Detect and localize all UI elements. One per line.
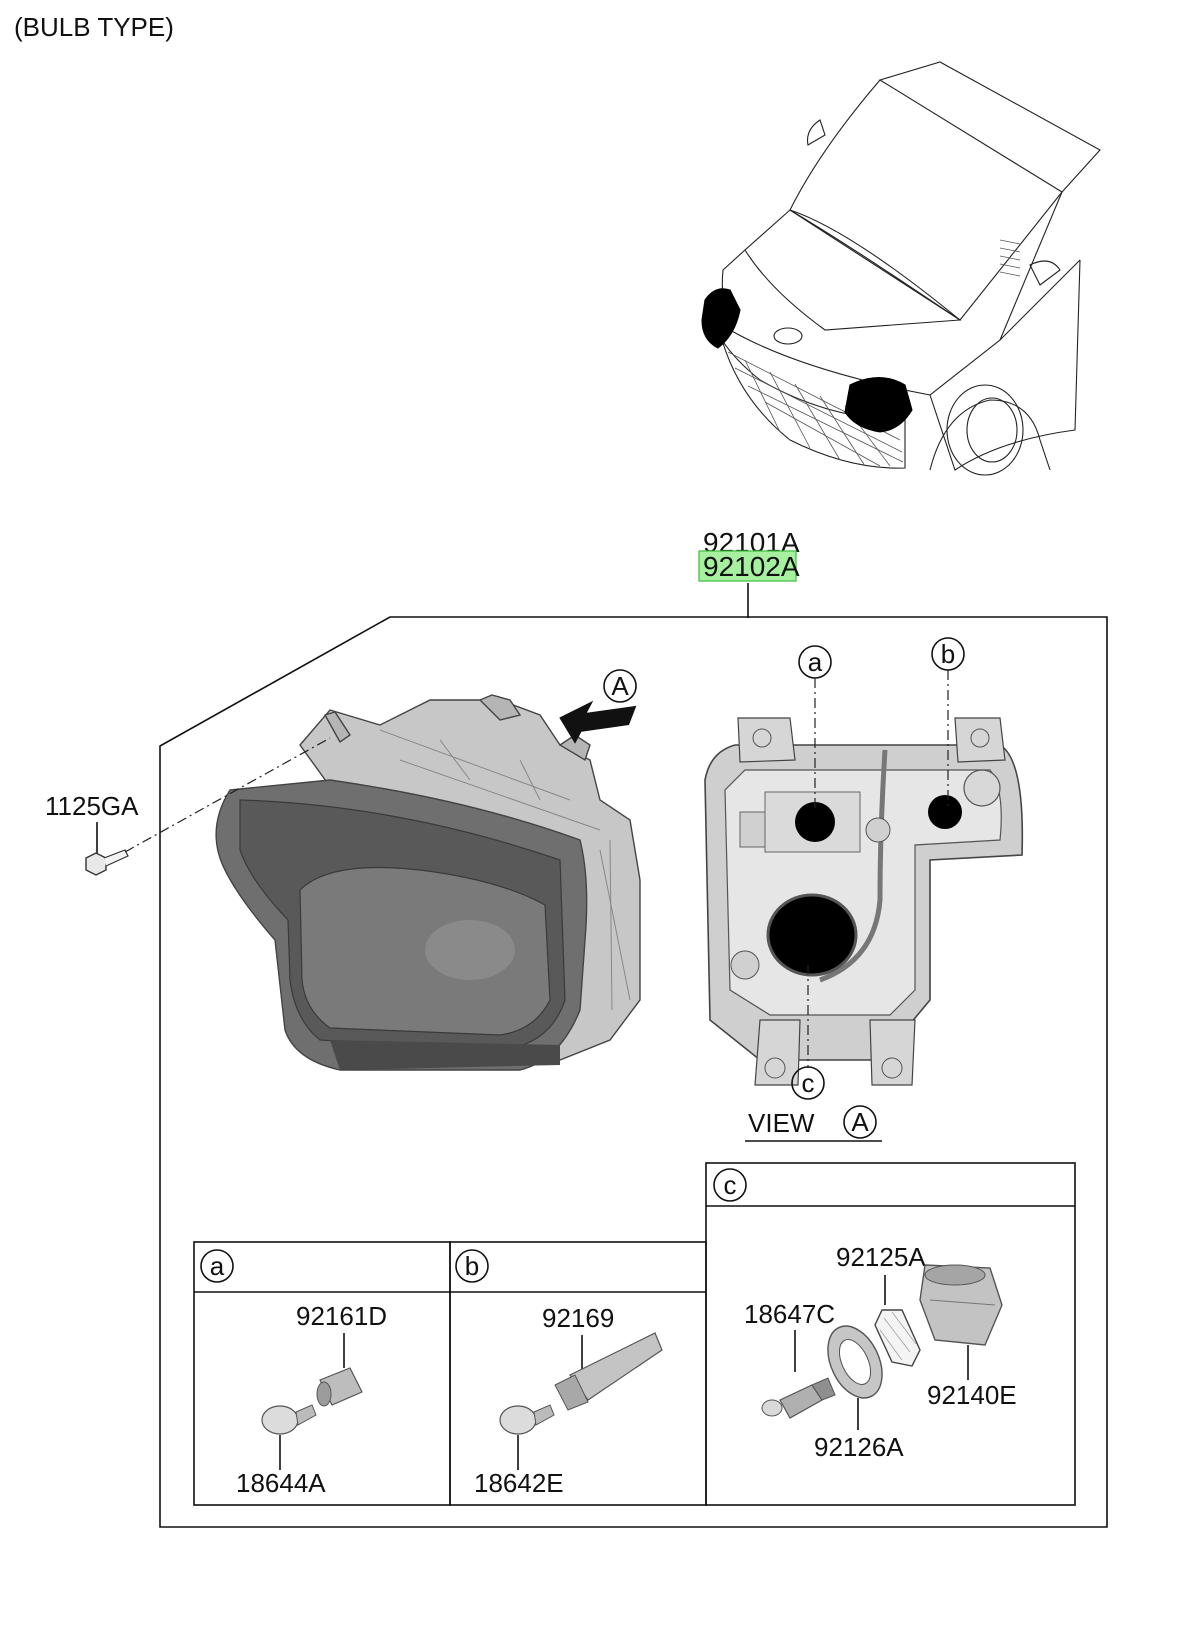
rear-view-housing [704, 717, 1024, 1086]
detail-box-a: a 92161D 18644A [193, 1241, 451, 1506]
retainer-ring-icon [827, 1325, 883, 1399]
detail-c-tag: c [724, 1170, 737, 1200]
cover-gasket-icon [874, 1309, 921, 1367]
view-caption: VIEW [748, 1108, 815, 1138]
detail-b-tag: b [465, 1251, 479, 1281]
callout-b: b [941, 639, 955, 669]
bolt-part-number[interactable]: 1125GA [45, 791, 139, 821]
assembly-outline [159, 616, 1108, 1528]
diagram-title: (BULB TYPE) [14, 12, 174, 42]
detail-a-bulb-part[interactable]: 18644A [236, 1468, 326, 1498]
detail-box-c: c 92125A 18647C 92140E 92126A [705, 1162, 1076, 1506]
socket-hole-b [928, 795, 962, 829]
bulb-icon [499, 1404, 555, 1435]
detail-c-cover-part[interactable]: 92125A [836, 1242, 926, 1272]
headlamp-assembly [215, 694, 641, 1071]
detail-c-retainer-part[interactable]: 92126A [814, 1432, 904, 1462]
dust-cap-icon [919, 1264, 1003, 1346]
callout-c-circle [791, 1066, 825, 1100]
detail-a-socket-part[interactable]: 92161D [296, 1301, 387, 1331]
socket-hole-a [795, 802, 835, 842]
detail-a-tag: a [210, 1251, 225, 1281]
bolt-center-line [124, 737, 331, 853]
view-caption-ref-circle [843, 1105, 877, 1139]
callout-c: c [802, 1068, 815, 1098]
socket-hole-c [766, 893, 858, 977]
socket-icon [316, 1367, 363, 1407]
callout-a: a [808, 647, 823, 677]
bolt-icon [85, 849, 129, 876]
detail-c-bulb-part[interactable]: 18647C [744, 1299, 835, 1329]
bulb-icon [261, 1404, 317, 1435]
assembly-highlight [698, 550, 797, 582]
vehicle-locator-illustration [701, 61, 1101, 476]
wedge-socket-icon [554, 1332, 663, 1411]
detail-c-cap-part[interactable]: 92140E [927, 1380, 1017, 1410]
detail-b-bulb-part[interactable]: 18642E [474, 1468, 564, 1498]
h4-bulb-icon [761, 1377, 836, 1419]
view-caption-ref: A [851, 1107, 869, 1137]
view-arrow-ref: A [611, 671, 629, 701]
detail-box-b: b 92169 18642E [449, 1241, 707, 1506]
detail-b-socket-part[interactable]: 92169 [542, 1303, 614, 1333]
view-direction-arrow-icon [559, 700, 637, 744]
assembly-part-number-rh[interactable]: 92102A [703, 551, 800, 582]
view-ref-circle [603, 669, 637, 703]
